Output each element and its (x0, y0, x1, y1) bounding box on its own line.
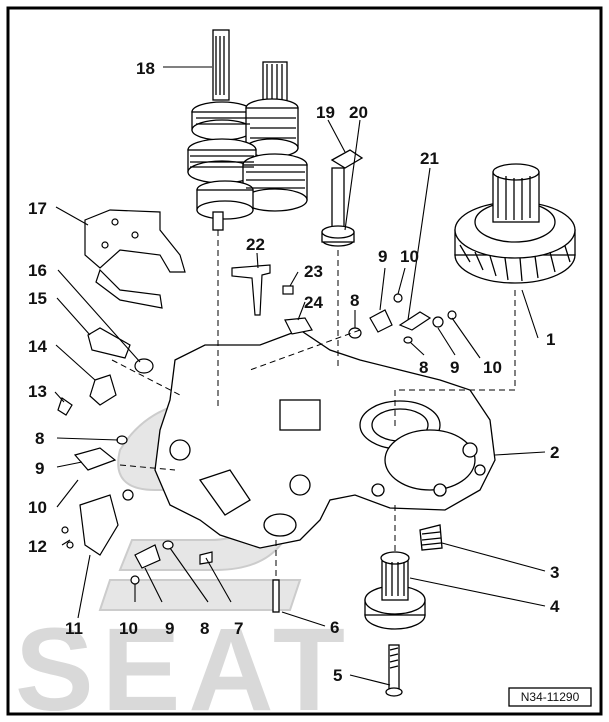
callout-14: 14 (28, 337, 47, 356)
callout-21: 21 (420, 149, 439, 168)
callout-16: 16 (28, 261, 47, 280)
callout-10-bottom: 10 (119, 619, 138, 638)
callout-13: 13 (28, 382, 47, 401)
sensor-parts-left (57, 327, 154, 416)
shift-fork-parts (231, 264, 313, 335)
callout-8-left: 8 (35, 429, 44, 448)
callout-12: 12 (28, 537, 47, 556)
callout-10-right: 10 (483, 358, 502, 377)
callout-9-bottom: 9 (165, 619, 174, 638)
differential (454, 163, 576, 284)
callout-9-left: 9 (35, 459, 44, 478)
callout-22: 22 (246, 235, 265, 254)
callout-20: 20 (349, 103, 368, 122)
callout-23: 23 (304, 262, 323, 281)
callout-10-mid: 10 (400, 247, 419, 266)
callout-10-left: 10 (28, 498, 47, 517)
callout-18: 18 (136, 59, 155, 78)
callout-7: 7 (234, 619, 243, 638)
leader-lines (54, 66, 546, 686)
callout-8-bottom: 8 (200, 619, 209, 638)
callout-24: 24 (304, 293, 323, 312)
small-fasteners-right (348, 293, 457, 344)
shift-mechanism (84, 209, 186, 309)
seat-watermark-text: SEAT (15, 604, 353, 722)
outer-border (6, 6, 603, 716)
callout-9-mid: 9 (378, 247, 387, 266)
callout-11: 11 (65, 619, 83, 638)
gear-shaft-assembly (187, 29, 308, 231)
reference-code: N34-11290 (521, 690, 580, 704)
lower-parts (272, 524, 443, 697)
gearbox-housing (154, 329, 496, 549)
callout-1: 1 (546, 330, 555, 349)
callout-9-right: 9 (450, 358, 459, 377)
callout-8-right: 8 (419, 358, 428, 377)
callout-19: 19 (316, 103, 335, 122)
callout-labels: 1 2 3 4 5 6 7 8 9 10 11 12 10 9 8 13 14 … (28, 59, 560, 685)
callout-2: 2 (550, 443, 559, 462)
callout-3: 3 (550, 563, 559, 582)
assembly-lines (111, 230, 516, 580)
callout-15: 15 (28, 289, 47, 308)
callout-4: 4 (550, 597, 560, 616)
small-fasteners-left (61, 435, 213, 585)
callout-8-mid: 8 (350, 291, 359, 310)
callout-6: 6 (330, 618, 339, 637)
callout-5: 5 (333, 666, 342, 685)
shift-shaft-gear (321, 149, 364, 247)
callout-17: 17 (28, 199, 47, 218)
reference-box: N34-11290 (508, 687, 592, 707)
